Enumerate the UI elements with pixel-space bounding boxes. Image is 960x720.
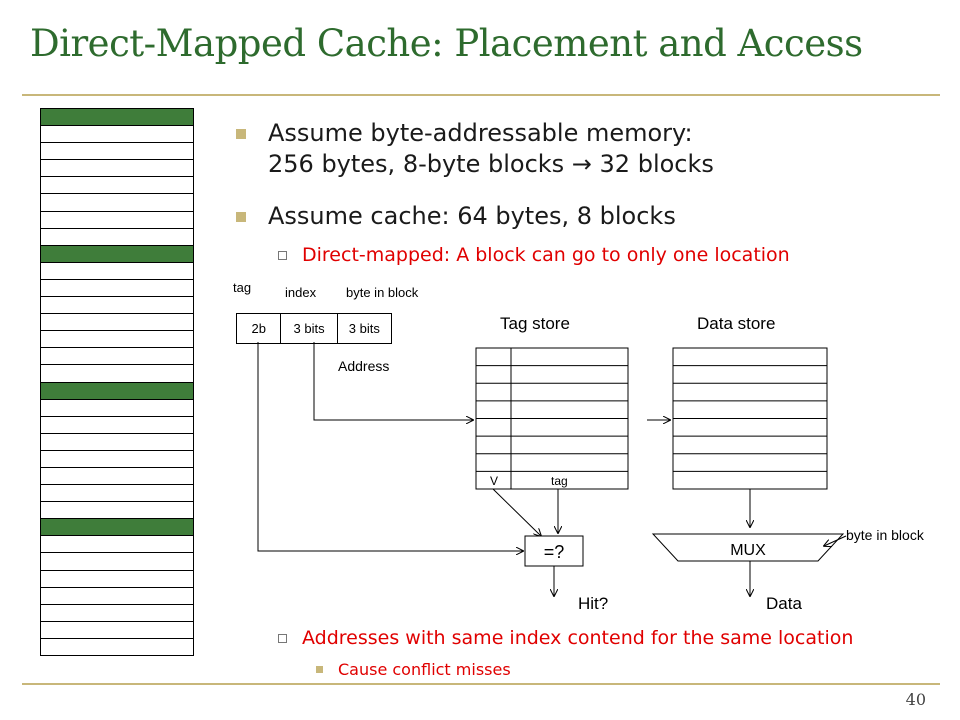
- index-arrow: [313, 342, 473, 420]
- valid-to-compare-arrow: [492, 488, 541, 536]
- data-label: Data: [766, 594, 802, 613]
- address-index-field: 3 bits: [281, 314, 338, 343]
- tag-bits-arrow: [257, 342, 523, 551]
- memory-block: [40, 365, 194, 383]
- bullet-memory-line1: Assume byte-addressable memory:: [268, 119, 693, 147]
- memory-block: [40, 502, 194, 520]
- address-offset-field: 3 bits: [348, 321, 380, 336]
- data-store-title: Data store: [697, 314, 776, 333]
- tag-column-label: tag: [551, 474, 568, 488]
- page-number: 40: [905, 690, 926, 709]
- sub-sub-bullet-conflict-text: Cause conflict misses: [338, 660, 511, 679]
- memory-block: [40, 143, 194, 161]
- memory-blocks: [40, 108, 194, 656]
- sub-bullet-contend: Addresses with same index contend for th…: [278, 627, 854, 649]
- bullet-memory-line2: 256 bytes, 8-byte blocks → 32 blocks: [268, 150, 714, 178]
- memory-block: [40, 331, 194, 349]
- memory-block: [40, 536, 194, 554]
- comparator-label: =?: [544, 542, 565, 562]
- address-byte-label: byte in block: [346, 285, 419, 300]
- memory-block: [40, 450, 194, 468]
- sub-bullet-marker: [278, 634, 287, 643]
- sub-sub-bullet-conflict: Cause conflict misses: [316, 660, 511, 679]
- memory-block: [40, 485, 194, 503]
- slide-title: Direct-Mapped Cache: Placement and Acces…: [30, 22, 863, 65]
- mux-shape: [651, 533, 845, 562]
- memory-block: [40, 416, 194, 434]
- memory-block: [40, 177, 194, 195]
- memory-block: [40, 587, 194, 605]
- memory-block: [40, 553, 194, 571]
- memory-block: [40, 382, 194, 400]
- data-store-grid: [672, 347, 828, 490]
- memory-block: [40, 194, 194, 212]
- bullet-marker: [236, 129, 246, 139]
- memory-block: [40, 433, 194, 451]
- memory-block: [40, 621, 194, 639]
- memory-block: [40, 160, 194, 178]
- memory-block: [40, 519, 194, 537]
- bullet-memory: Assume byte-addressable memory: 256 byte…: [236, 118, 714, 180]
- memory-block: [40, 126, 194, 144]
- memory-block: [40, 108, 194, 127]
- sub-bullet-contend-text: Addresses with same index contend for th…: [302, 627, 854, 649]
- footer-divider: [22, 683, 940, 685]
- memory-block: [40, 570, 194, 588]
- sub-bullet-direct-mapped-text: Direct-mapped: A block can go to only on…: [302, 244, 790, 266]
- address-fields: 2b 3 bits 3 bits: [236, 313, 392, 344]
- bullet-cache-line1: Assume cache: 64 bytes, 8 blocks: [268, 202, 676, 230]
- tag-store-grid: [475, 347, 629, 490]
- bullet-cache: Assume cache: 64 bytes, 8 blocks: [236, 201, 676, 232]
- mux-input-label: byte in block: [846, 527, 925, 543]
- address-tag-label: tag: [233, 280, 252, 295]
- bullet-marker: [236, 212, 246, 222]
- address-caption: Address: [338, 358, 390, 374]
- sub-bullet-direct-mapped: Direct-mapped: A block can go to only on…: [278, 244, 790, 266]
- memory-block: [40, 211, 194, 229]
- memory-block: [40, 604, 194, 622]
- memory-block: [40, 228, 194, 246]
- title-divider: [22, 94, 940, 96]
- hit-label: Hit?: [578, 594, 608, 613]
- sub-sub-bullet-marker: [316, 666, 323, 673]
- memory-block: [40, 467, 194, 486]
- memory-block: [40, 399, 194, 417]
- memory-block: [40, 297, 194, 315]
- valid-bit-label: V: [490, 474, 498, 488]
- sub-bullet-marker: [278, 251, 287, 260]
- mux-label: MUX: [730, 542, 766, 559]
- address-index-label: index: [285, 285, 317, 300]
- byte-select-arrow: [824, 535, 847, 546]
- address-tag-field: 2b: [237, 314, 282, 343]
- memory-block: [40, 348, 194, 366]
- memory-block: [40, 279, 194, 298]
- memory-block: [40, 314, 194, 332]
- memory-block: [40, 638, 194, 656]
- tag-store-title: Tag store: [500, 314, 570, 333]
- memory-block: [40, 245, 194, 263]
- memory-block: [40, 262, 194, 280]
